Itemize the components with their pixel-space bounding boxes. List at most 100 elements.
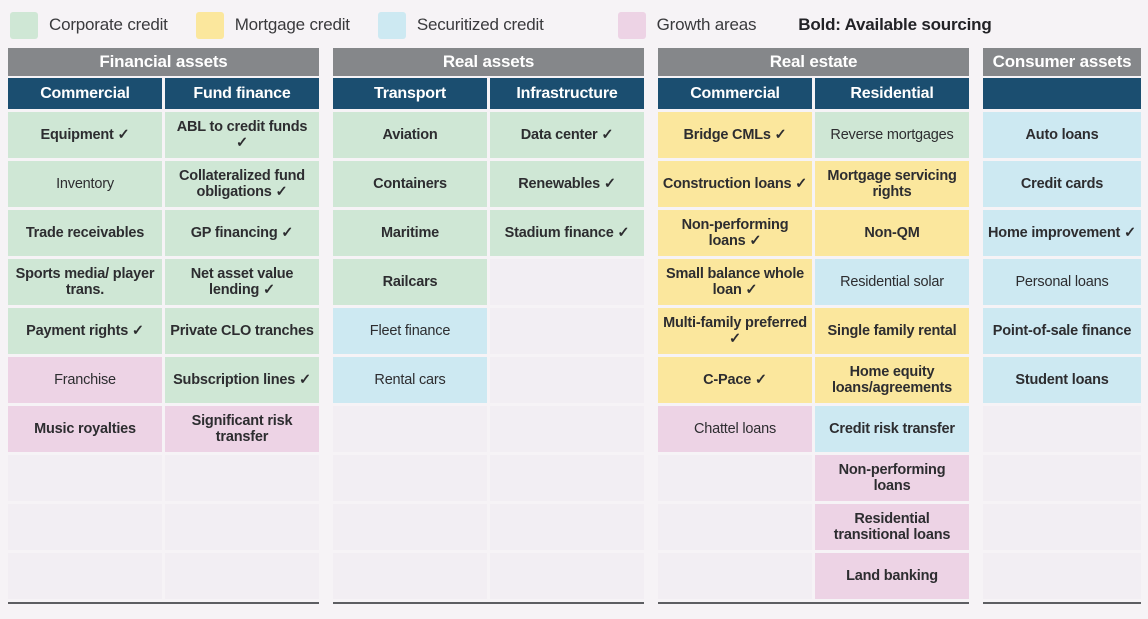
column-headers — [983, 78, 1141, 109]
cell-music-royalties: Music royalties — [8, 406, 162, 452]
table-row: Railcars — [333, 259, 644, 305]
cell-home-equity-loans-agreements: Home equity loans/agreements — [815, 357, 969, 403]
cell-residential-solar: Residential solar — [815, 259, 969, 305]
cell-empty — [8, 455, 162, 501]
group-title-real-assets: Real assets — [333, 48, 644, 76]
cell-residential-transitional-loans: Residential transitional loans — [815, 504, 969, 550]
table-row: Construction loans ✓Mortgage servicing r… — [658, 161, 969, 207]
cell-empty — [165, 504, 319, 550]
table-row — [983, 504, 1141, 550]
cell-renewables: Renewables ✓ — [490, 161, 644, 207]
corporate-credit-swatch-icon — [10, 11, 38, 39]
cell-empty — [8, 504, 162, 550]
column-header-blank — [983, 78, 1141, 109]
cell-c-pace: C-Pace ✓ — [658, 357, 812, 403]
cell-home-improvement: Home improvement ✓ — [983, 210, 1141, 256]
group-underline — [658, 602, 969, 604]
cell-empty — [658, 504, 812, 550]
bold-available-sourcing-note: Bold: Available sourcing — [798, 15, 992, 34]
group-underline — [983, 602, 1141, 604]
table-row — [8, 455, 319, 501]
cell-reverse-mortgages: Reverse mortgages — [815, 112, 969, 158]
cell-fleet-finance: Fleet finance — [333, 308, 487, 354]
cell-private-clo-tranches: Private CLO tranches — [165, 308, 319, 354]
column-header-residential: Residential — [815, 78, 969, 109]
cell-empty — [333, 553, 487, 599]
legend-item-mortgage-credit: Mortgage credit — [195, 11, 350, 39]
table-row: Non-performing loans — [658, 455, 969, 501]
cell-construction-loans: Construction loans ✓ — [658, 161, 812, 207]
cell-chattel-loans: Chattel loans — [658, 406, 812, 452]
table-row: Credit cards — [983, 161, 1141, 207]
cell-significant-risk-transfer: Significant risk transfer — [165, 406, 319, 452]
cell-empty — [490, 406, 644, 452]
cell-subscription-lines: Subscription lines ✓ — [165, 357, 319, 403]
mortgage-credit-swatch-icon — [195, 11, 224, 39]
cell-empty — [490, 357, 644, 403]
cell-non-performing-loans: Non-performing loans ✓ — [658, 210, 812, 256]
table-row — [983, 553, 1141, 599]
cell-empty — [333, 455, 487, 501]
securitized-credit-swatch-icon — [377, 11, 406, 39]
table-row — [8, 553, 319, 599]
group-title-consumer-assets: Consumer assets — [983, 48, 1141, 76]
legend-label: Corporate credit — [49, 15, 168, 34]
cell-empty — [983, 455, 1141, 501]
cell-data-center: Data center ✓ — [490, 112, 644, 158]
column-header-commercial: Commercial — [658, 78, 812, 109]
cell-empty — [490, 553, 644, 599]
cell-gp-financing: GP financing ✓ — [165, 210, 319, 256]
cell-multi-family-preferred: Multi-family preferred ✓ — [658, 308, 812, 354]
table-row: Rental cars — [333, 357, 644, 403]
cell-empty — [165, 455, 319, 501]
cell-empty — [8, 553, 162, 599]
cell-empty — [983, 504, 1141, 550]
cell-credit-cards: Credit cards — [983, 161, 1141, 207]
cell-empty — [983, 553, 1141, 599]
cell-sports-media-player-trans: Sports media/ player trans. — [8, 259, 162, 305]
cell-credit-risk-transfer: Credit risk transfer — [815, 406, 969, 452]
column-header-transport: Transport — [333, 78, 487, 109]
cell-point-of-sale-finance: Point-of-sale finance — [983, 308, 1141, 354]
cell-personal-loans: Personal loans — [983, 259, 1141, 305]
table-row: Home improvement ✓ — [983, 210, 1141, 256]
table-row — [8, 504, 319, 550]
group-title-financial-assets: Financial assets — [8, 48, 319, 76]
table-row: Small balance whole loan ✓Residential so… — [658, 259, 969, 305]
table-row: Land banking — [658, 553, 969, 599]
cell-empty — [490, 455, 644, 501]
cell-empty — [658, 455, 812, 501]
cell-empty — [490, 308, 644, 354]
table-row: Fleet finance — [333, 308, 644, 354]
table-row: Equipment ✓ABL to credit funds ✓ — [8, 112, 319, 158]
table-row: C-Pace ✓Home equity loans/agreements — [658, 357, 969, 403]
cell-railcars: Railcars — [333, 259, 487, 305]
table-row — [983, 455, 1141, 501]
table-row: Auto loans — [983, 112, 1141, 158]
cell-maritime: Maritime — [333, 210, 487, 256]
cell-stadium-finance: Stadium finance ✓ — [490, 210, 644, 256]
cell-non-performing-loans: Non-performing loans — [815, 455, 969, 501]
group-underline — [8, 602, 319, 604]
table-row — [333, 406, 644, 452]
cell-net-asset-value-lending: Net asset value lending ✓ — [165, 259, 319, 305]
table-row — [983, 406, 1141, 452]
table-row — [333, 455, 644, 501]
table-row: Non-performing loans ✓Non-QM — [658, 210, 969, 256]
table-row: Payment rights ✓Private CLO tranches — [8, 308, 319, 354]
cell-bridge-cmls: Bridge CMLs ✓ — [658, 112, 812, 158]
legend-item-growth-areas: Growth areas — [617, 11, 756, 39]
table-row: Sports media/ player trans.Net asset val… — [8, 259, 319, 305]
group-title-real-estate: Real estate — [658, 48, 969, 76]
